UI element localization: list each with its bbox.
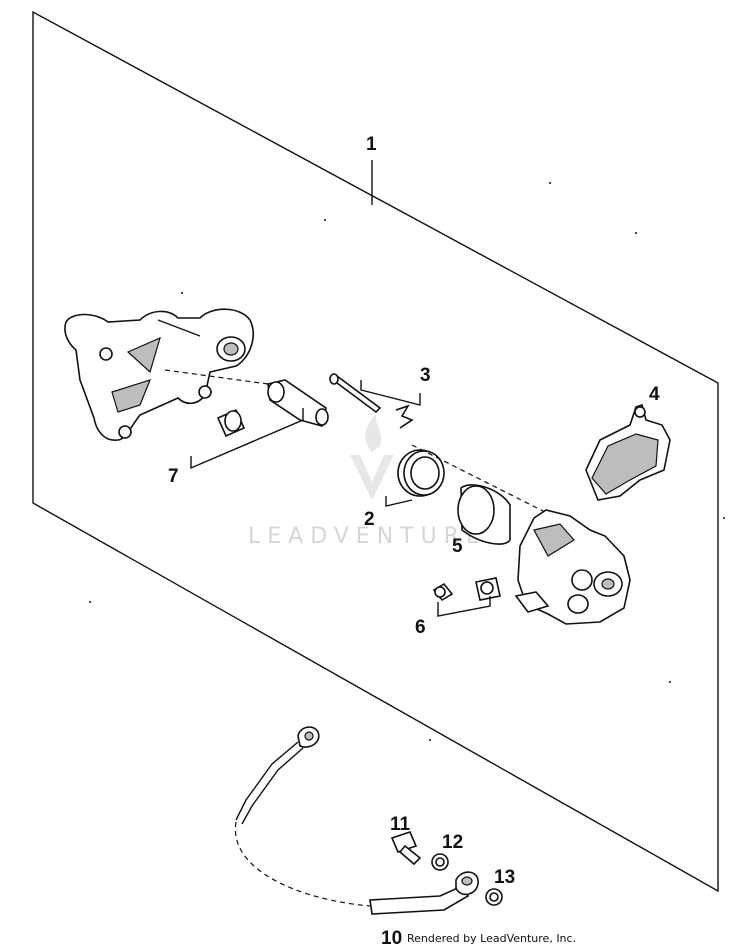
watermark-logo-icon (350, 414, 394, 500)
pad-pin (329, 373, 382, 414)
callout-12: 12 (442, 832, 463, 853)
callout-10: 10 (381, 928, 402, 949)
callout-2: 2 (364, 509, 375, 530)
callout-11: 11 (390, 814, 411, 835)
brake-pads (585, 403, 671, 501)
brake-hose (234, 726, 479, 915)
callout-13: 13 (494, 867, 515, 888)
callout-4: 4 (649, 384, 660, 405)
callout-5: 5 (452, 536, 463, 557)
caliper-bracket (64, 308, 254, 441)
pad-clip (395, 404, 414, 429)
piston-seal (397, 449, 445, 497)
slide-pin-boot (216, 408, 246, 438)
banjo-bolt (390, 831, 422, 866)
scan-specks (89, 182, 725, 741)
bracket-3 (360, 380, 421, 406)
bleeder-cap (475, 577, 501, 601)
bracket-6 (437, 596, 491, 617)
callout-1: 1 (366, 134, 377, 155)
slide-pin (267, 379, 329, 427)
credit-text: Rendered by LeadVenture, Inc. (407, 932, 577, 945)
watermark-text: LEADVENTURE (248, 524, 487, 549)
bleeder-screw (432, 582, 454, 602)
assembly-outline (32, 10, 719, 893)
washer-13 (485, 888, 503, 906)
caliper-body (514, 509, 631, 625)
bracket-7 (190, 408, 304, 470)
axis-line-2 (411, 444, 546, 513)
piston (457, 484, 511, 545)
callout-7: 7 (168, 466, 179, 487)
bracket-2 (385, 496, 413, 507)
callout-6: 6 (415, 617, 426, 638)
callout-3: 3 (420, 365, 431, 386)
washer-12 (431, 853, 449, 871)
watermark: LEADVENTURE (248, 414, 487, 549)
